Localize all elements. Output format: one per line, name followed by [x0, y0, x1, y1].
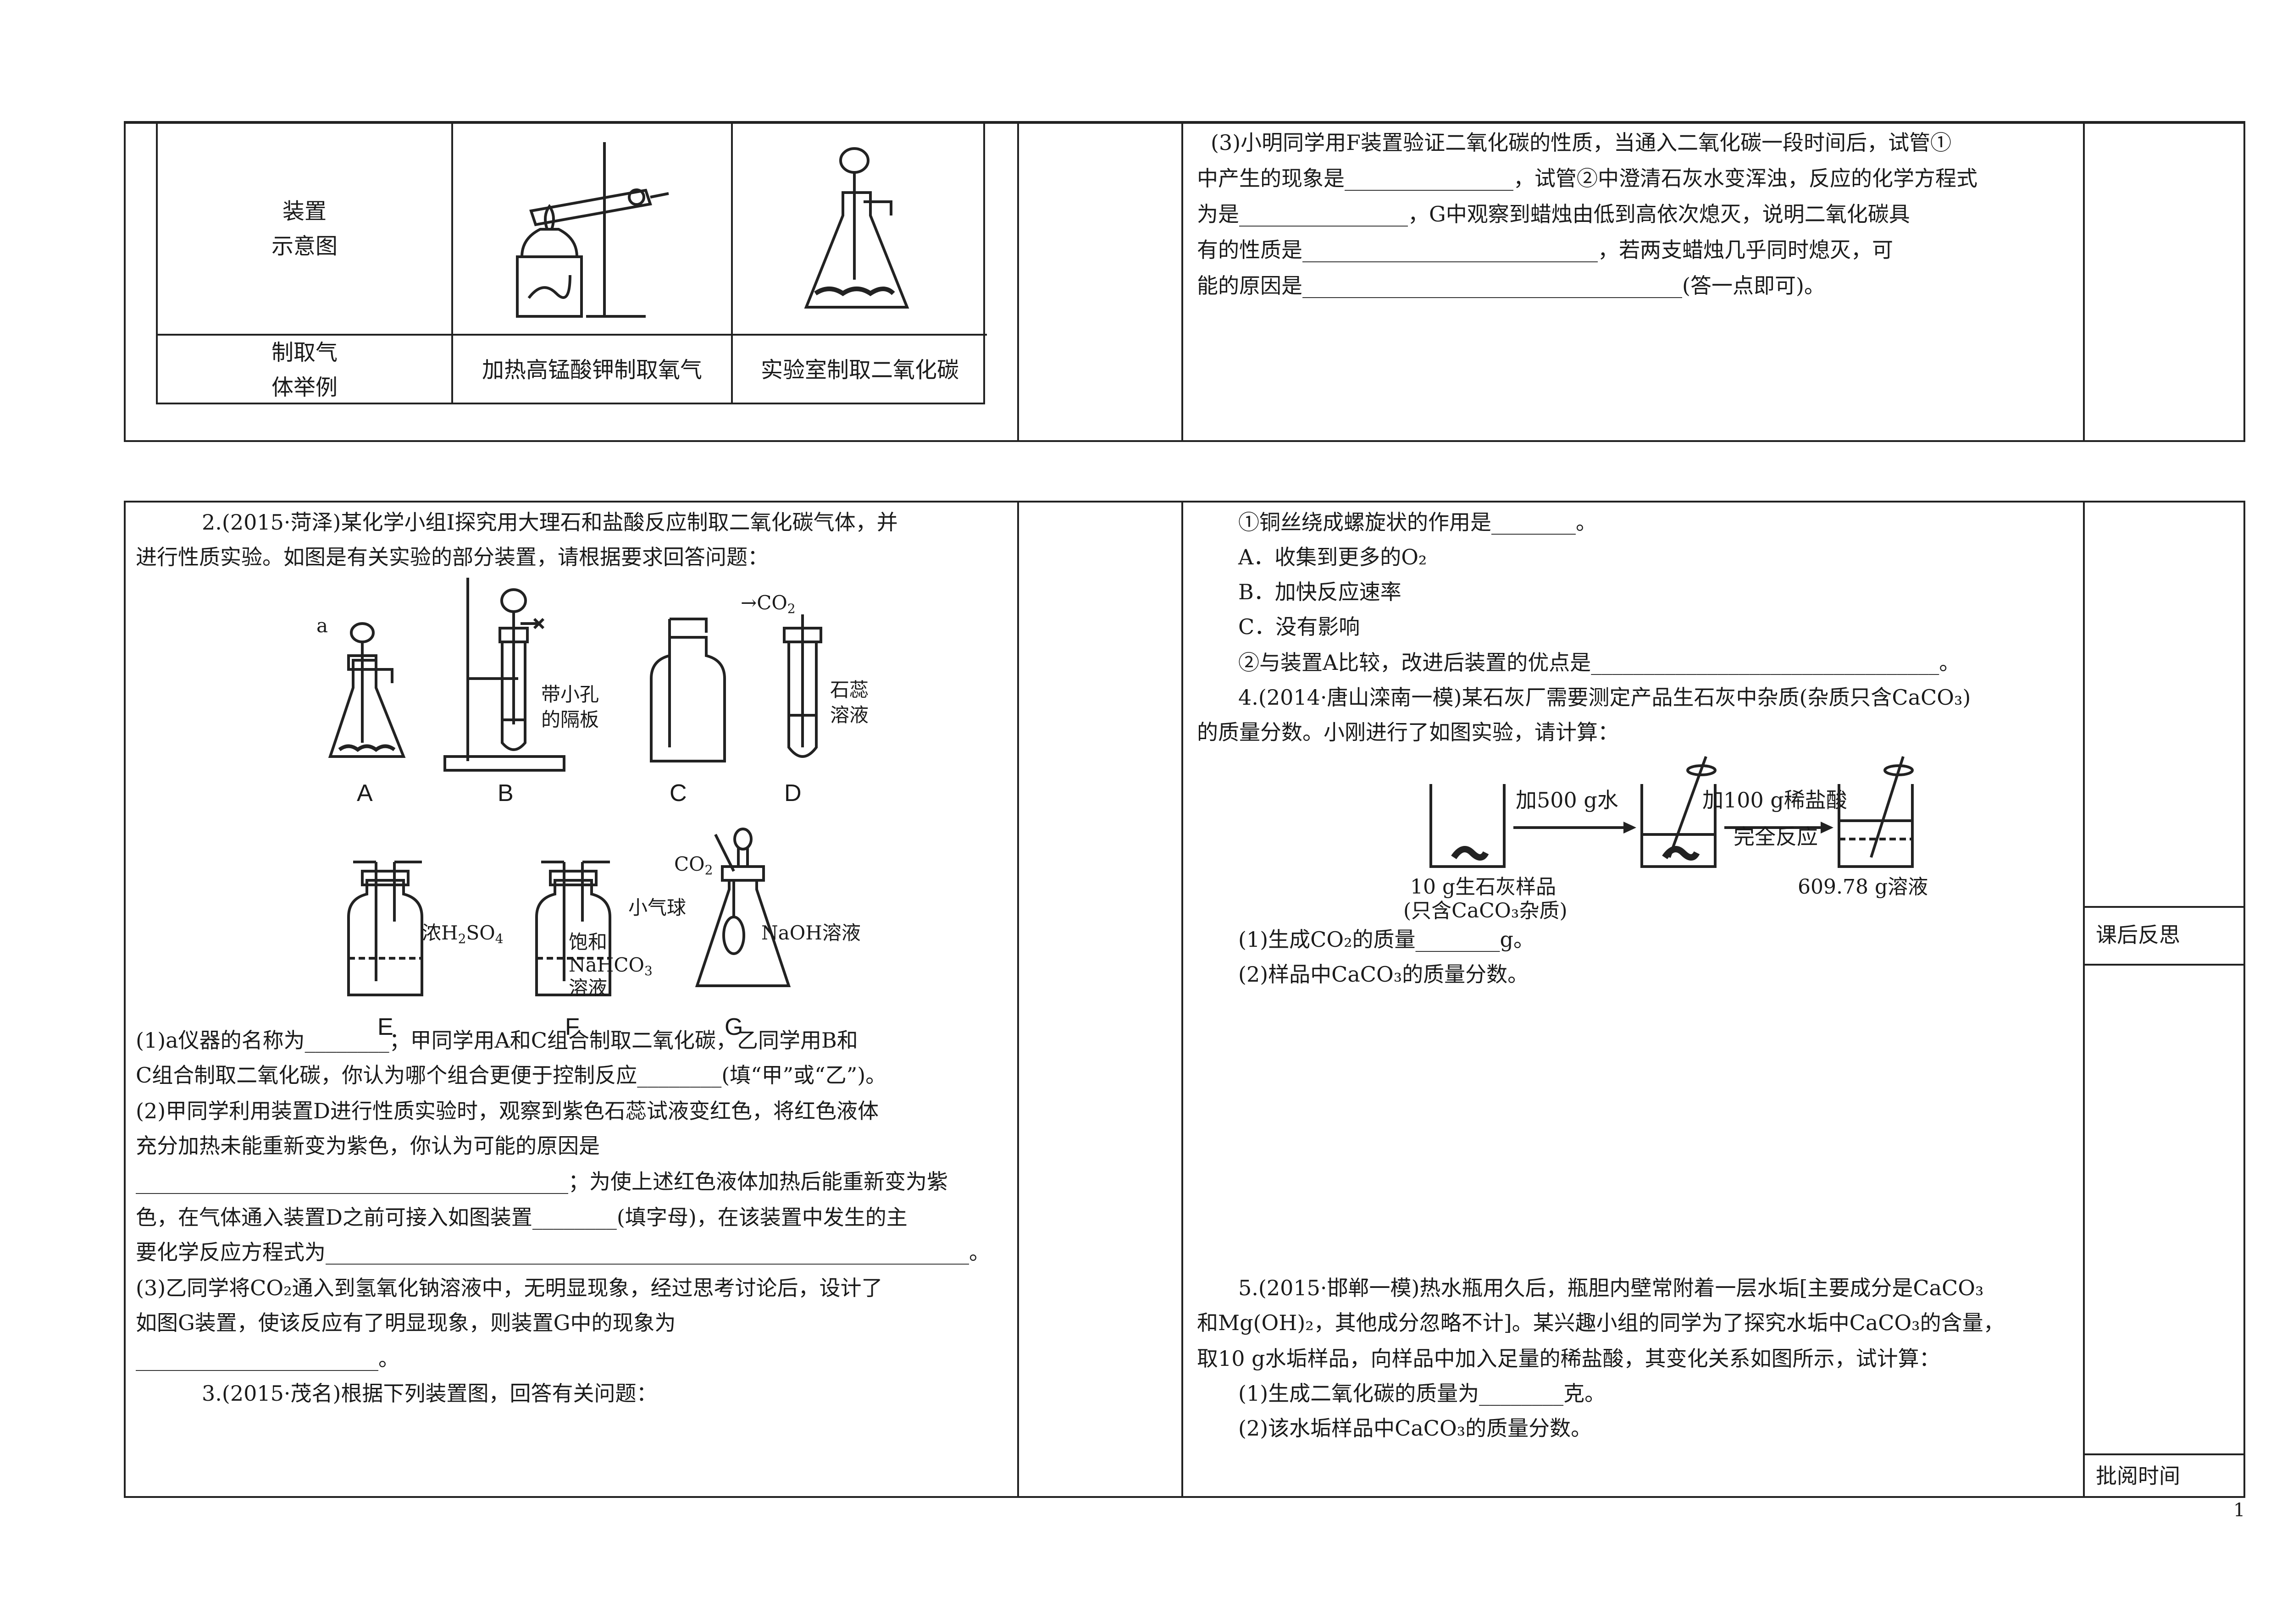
flask-apparatus-figure — [804, 147, 909, 309]
q3-line-4: 有的性质是____________________________，若两支蜡烛几… — [1197, 238, 1893, 262]
bottom-divider-1 — [1017, 501, 1019, 1498]
q2-body-8: (3)乙同学将CO₂通入到氢氧化钠溶液中，无明显现象，经过思考讨论后，设计了 — [136, 1276, 883, 1300]
label-B: B — [498, 780, 514, 806]
label-co2-g: CO2 — [674, 853, 713, 878]
page-number: 1 — [2233, 1500, 2245, 1521]
figure-apparatus-c — [650, 618, 726, 762]
heating-apparatus-figure — [516, 142, 669, 318]
q5-line-3: 取10 g水垢样品，向样品中加入足量的稀盐酸，其变化关系如图所示，试计算： — [1197, 1346, 1940, 1371]
label-F: F — [565, 1014, 580, 1040]
q2-body-7: 要化学反应方程式为_______________________________… — [136, 1240, 990, 1265]
q2-intro-1: 2.(2015·菏泽)某化学小组Ⅰ探究用大理石和盐酸反应制取二氧化碳气体，并 — [202, 510, 898, 535]
label-plate-1: 带小孔 — [541, 683, 599, 706]
q4-arrow-1 — [1513, 822, 1636, 834]
review-top-rule — [2083, 1453, 2245, 1455]
label-D: D — [784, 780, 802, 806]
q2-body-5: ________________________________________… — [136, 1169, 948, 1194]
q4-sample-2: (只含CaCO₃杂质) — [1403, 899, 1567, 922]
label-nahco3-2: NaHCO3 — [569, 954, 653, 978]
label-nahco3-3: 溶液 — [569, 977, 608, 999]
top-panel — [124, 121, 2245, 442]
q4-sample-1: 10 g生石灰样品 — [1410, 875, 1556, 899]
label-balloon: 小气球 — [628, 896, 687, 919]
q2-body-1: (1)a仪器的名称为________；甲同学用A和C组合制取二氧化碳，乙同学用B… — [136, 1028, 858, 1053]
label-a-pointer: a — [316, 614, 328, 637]
apparatus-table: 装置 示意图 制取气 体举例 加热高锰酸钾制取氧气 实验室制取二氧化碳 — [156, 124, 987, 404]
row2-label: 制取气 体举例 — [271, 340, 338, 400]
label-nahco3-1: 饱和 — [569, 931, 608, 953]
q4-beaker-1 — [1429, 784, 1506, 868]
label-co2-arrow: →CO2 — [741, 591, 796, 616]
reflection-label: 课后反思 — [2096, 922, 2180, 947]
q4-sub-2: (2)样品中CaCO₃的质量分数。 — [1238, 962, 1529, 987]
reflection-top-rule — [2083, 906, 2245, 908]
figure-apparatus-f — [535, 861, 611, 996]
figure-apparatus-d — [783, 614, 822, 758]
label-A: A — [357, 780, 373, 806]
right-line-2: A．收集到更多的O₂ — [1238, 545, 1427, 569]
q4-solution: 609.78 g溶液 — [1798, 875, 1928, 899]
q3-line-5: 能的原因是___________________________________… — [1197, 273, 1825, 298]
label-plate-2: 的隔板 — [541, 708, 599, 731]
figure-apparatus-b — [443, 578, 565, 772]
right-line-7: 的质量分数。小刚进行了如图实验，请计算： — [1197, 720, 1619, 745]
bottom-divider-3 — [2083, 501, 2085, 1498]
q2-body-3: (2)甲同学利用装置D进行性质实验时，观察到紫色石蕊试液变红色，将红色液体 — [136, 1099, 879, 1123]
q2-body-2: C组合制取二氧化碳，你认为哪个组合更便于控制反应________(填“甲”或“乙… — [136, 1063, 887, 1088]
review-time-label: 批阅时间 — [2096, 1464, 2180, 1488]
q2-intro-2: 进行性质实验。如图是有关实验的部分装置，请根据要求回答问题： — [136, 545, 769, 569]
label-G: G — [725, 1014, 743, 1040]
right-line-3: B．加快反应速率 — [1238, 580, 1401, 604]
bottom-divider-2 — [1181, 501, 1183, 1498]
q4-beaker-2 — [1640, 756, 1717, 868]
top-divider-1 — [1017, 121, 1019, 442]
top-rule — [124, 121, 2245, 124]
q2-body-9: 如图G装置，使该反应有了明显现象，则装置G中的现象为 — [136, 1310, 676, 1335]
top-divider-2 — [1181, 121, 1183, 442]
q4-add-acid: 加100 g稀盐酸 — [1702, 788, 1847, 812]
right-line-1: ①铜丝绕成螺旋状的作用是________。 — [1238, 510, 1597, 535]
figure-apparatus-a — [328, 622, 406, 758]
label-litmus-2: 溶液 — [830, 704, 869, 726]
q5-line-4: (1)生成二氧化碳的质量为________克。 — [1238, 1381, 1606, 1406]
label-naoh: NaOH溶液 — [761, 922, 861, 944]
q5-line-5: (2)该水垢样品中CaCO₃的质量分数。 — [1238, 1416, 1592, 1441]
row1-label: 装置 示意图 — [271, 199, 338, 259]
q4-complete-reaction: 完全反应 — [1734, 824, 1818, 849]
example-kmno4: 加热高锰酸钾制取氧气 — [482, 357, 702, 383]
right-line-6: 4.(2014·唐山滦南一模)某石灰厂需要测定产品生石灰中杂质(杂质只含CaCO… — [1238, 685, 1971, 710]
q4-sub-1: (1)生成CO₂的质量________g。 — [1238, 927, 1534, 952]
q4-arrow-2 — [1724, 822, 1833, 834]
q5-line-1: 5.(2015·邯郸一模)热水瓶用久后，瓶胆内壁常附着一层水垢[主要成分是CaC… — [1238, 1276, 1984, 1300]
q4-add-water: 加500 g水 — [1516, 788, 1618, 812]
bottom-panel — [124, 501, 2245, 1498]
q2-body-6: 色，在气体通入装置D之前可接入如图装置________(填字母)，在该装置中发生… — [136, 1205, 908, 1230]
example-co2: 实验室制取二氧化碳 — [760, 357, 959, 383]
q3-heading: 3.(2015·茂名)根据下列装置图，回答有关问题： — [202, 1381, 658, 1406]
q5-line-2: 和Mg(OH)₂，其他成分忽略不计]。某兴趣小组的同学为了探究水垢中CaCO₃的… — [1197, 1310, 2005, 1335]
label-C: C — [670, 780, 687, 806]
figure-apparatus-g — [695, 828, 791, 987]
reflection-bottom-rule — [2083, 964, 2245, 966]
top-divider-3 — [2083, 121, 2085, 442]
q3-line-2: 中产生的现象是________________，试管②中澄清石灰水变浑浊，反应的… — [1197, 166, 1977, 191]
q2-body-10: _______________________。 — [136, 1346, 399, 1371]
q3-line-1: (3)小明同学用F装置验证二氧化碳的性质，当通入二氧化碳一段时间后，试管① — [1211, 130, 1952, 155]
right-line-4: C．没有影响 — [1238, 614, 1360, 639]
figure-apparatus-e — [347, 861, 423, 996]
right-line-5: ②与装置A比较，改进后装置的优点是_______________________… — [1238, 650, 1961, 675]
label-litmus-1: 石蕊 — [830, 679, 869, 701]
q3-line-3: 为是________________，G中观察到蜡烛由低到高依次熄灭，说明二氧化… — [1197, 202, 1910, 226]
label-h2so4: 浓H2SO4 — [422, 922, 504, 946]
label-E: E — [377, 1014, 393, 1040]
q4-beaker-3 — [1838, 756, 1914, 868]
q2-body-4: 充分加热未能重新变为紫色，你认为可能的原因是 — [136, 1133, 600, 1158]
